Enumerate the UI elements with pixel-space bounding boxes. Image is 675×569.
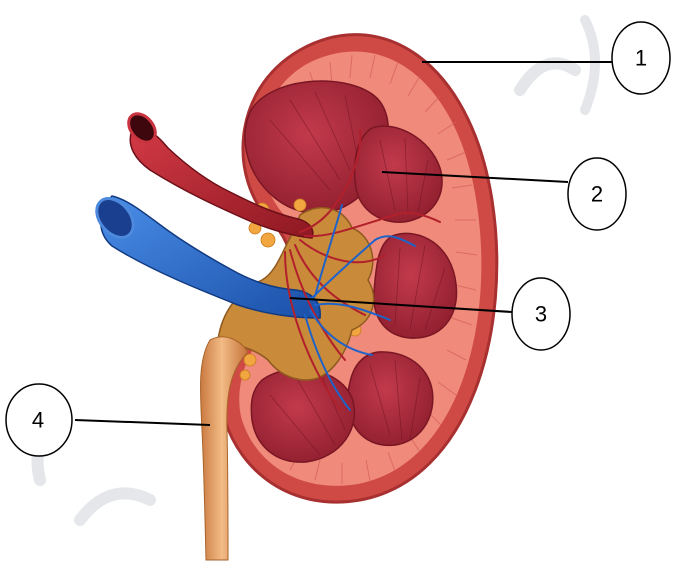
callout-3: 3	[512, 278, 570, 350]
callout-label-2: 2	[591, 182, 603, 207]
callout-1: 1	[612, 22, 670, 94]
leader-line-4	[75, 420, 210, 425]
callout-label-3: 3	[535, 302, 547, 327]
callout-4: 4	[6, 384, 72, 456]
callout-label-4: 4	[32, 408, 44, 433]
callout-2: 2	[568, 158, 626, 230]
callout-label-1: 1	[635, 46, 647, 71]
